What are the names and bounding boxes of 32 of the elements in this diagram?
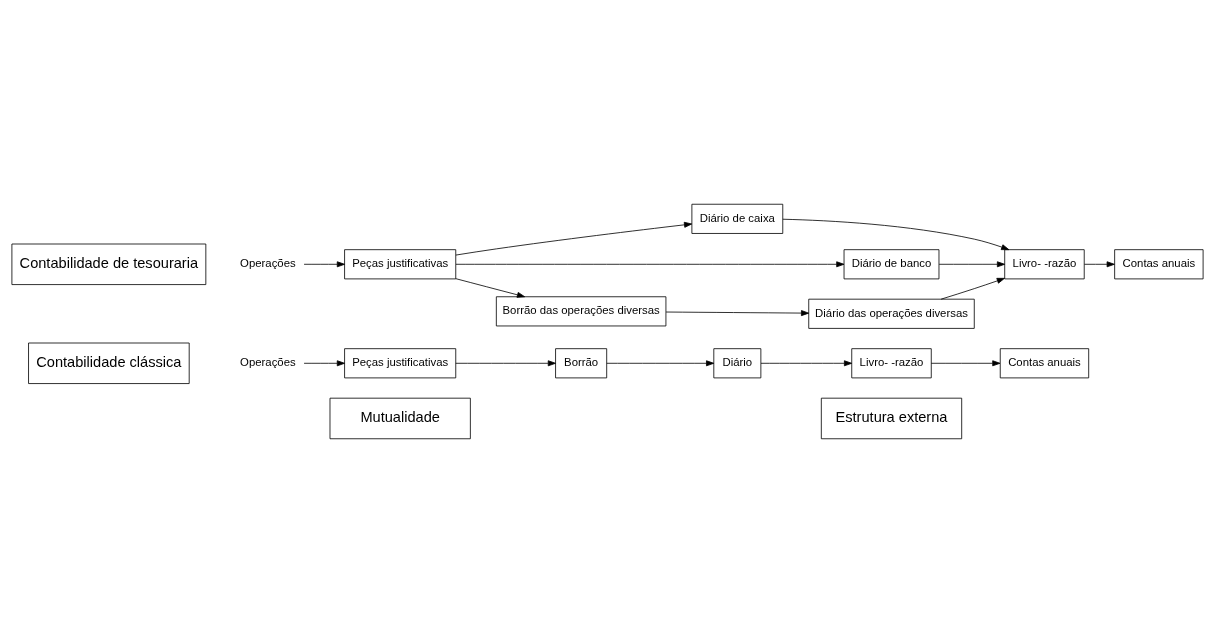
arrow bbox=[455, 360, 556, 367]
arrow bbox=[455, 221, 693, 256]
node-box: Contas anuais bbox=[999, 348, 1090, 379]
node-text: Operações bbox=[240, 356, 296, 369]
arrow bbox=[930, 360, 1001, 367]
node-box: Contabilidade clássica bbox=[28, 342, 190, 384]
arrow bbox=[606, 360, 715, 367]
node-box: Estrutura externa bbox=[820, 397, 963, 440]
arrow bbox=[665, 310, 810, 317]
node-box: Contas anuais bbox=[1114, 249, 1204, 280]
node-box: Diário das operações diversas bbox=[808, 298, 975, 329]
arrow bbox=[455, 261, 845, 268]
node-box: Mutualidade bbox=[329, 397, 471, 440]
arrow bbox=[940, 277, 1005, 300]
arrow bbox=[782, 218, 1010, 251]
arrow bbox=[455, 278, 526, 298]
node-box: Peças justificativas bbox=[344, 348, 457, 379]
arrow bbox=[938, 261, 1006, 268]
arrow bbox=[1084, 261, 1115, 268]
node-text: Operações bbox=[240, 257, 296, 270]
node-box: Borrão bbox=[555, 348, 608, 379]
arrow bbox=[303, 261, 345, 268]
node-box: Diário de caixa bbox=[691, 203, 784, 234]
arrow bbox=[760, 360, 853, 367]
node-box: Livro- -razão bbox=[851, 348, 932, 379]
arrow bbox=[303, 360, 345, 367]
node-box: Diário de banco bbox=[843, 249, 940, 280]
node-box: Contabilidade de tesouraria bbox=[11, 243, 207, 285]
node-box: Livro- -razão bbox=[1004, 249, 1085, 280]
node-box: Borrão das operações diversas bbox=[495, 296, 667, 327]
node-box: Diário bbox=[713, 348, 762, 379]
node-box: Peças justificativas bbox=[344, 249, 457, 280]
